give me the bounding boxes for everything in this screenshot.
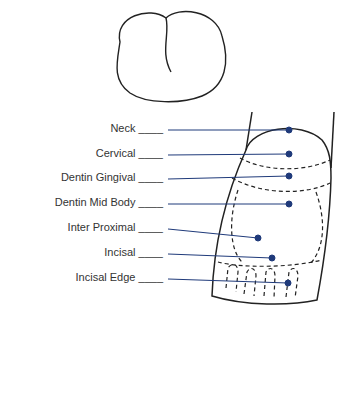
part-label: Dentin Mid Body ____ [55,196,163,209]
part-label: Cervical ____ [96,147,163,160]
part-label: Dentin Gingival ____ [61,171,163,184]
zone-boundaries [218,158,330,298]
part-label: Inter Proximal ____ [68,221,163,234]
leader-lines [168,127,292,286]
part-label: Incisal Edge ____ [76,271,163,284]
crown-outline [212,112,334,304]
part-label: Neck ____ [110,122,163,135]
occlusal-outline [117,12,226,102]
part-label: Incisal ____ [104,246,163,259]
